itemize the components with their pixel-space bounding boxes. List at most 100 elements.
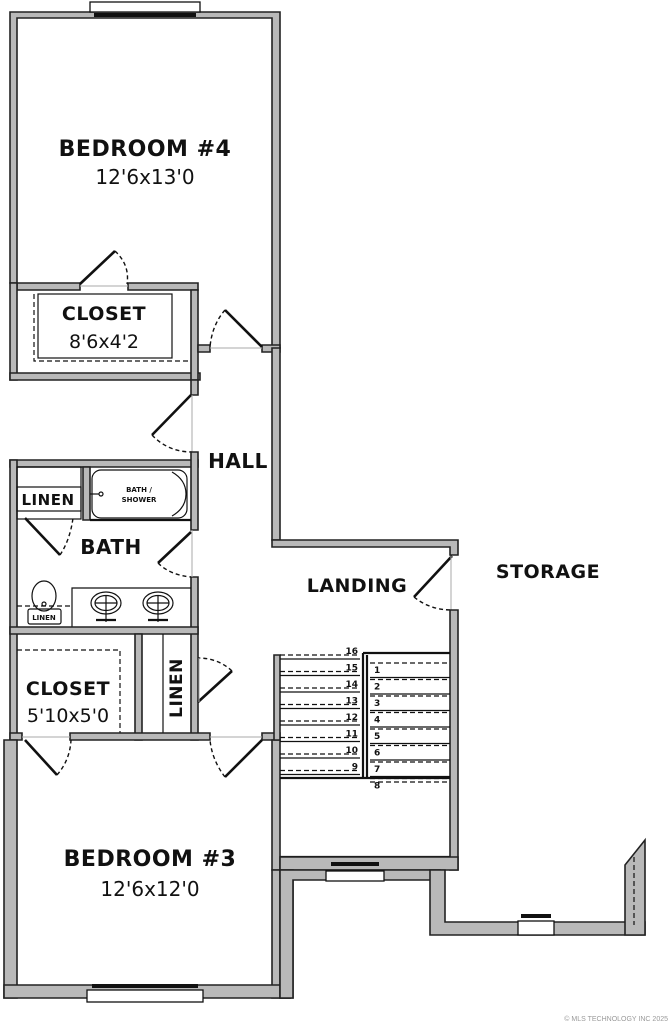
linen-closet: [16, 466, 82, 520]
bath-door-swing: [157, 562, 192, 578]
closet-4-left-wall: [9, 282, 18, 381]
closet-4-right-wall: [190, 289, 199, 381]
landing-top-wall: [271, 539, 459, 556]
toilet: [27, 580, 62, 625]
tub-label-2: SHOWER: [122, 496, 157, 504]
linen-tub-divider: [82, 466, 91, 521]
bath-bottom-wall: [9, 626, 199, 635]
closet-3-right-wall: [134, 633, 143, 741]
treads-left: 16 15 14 13 12 11 10 9: [280, 647, 360, 776]
window-storage: [517, 920, 555, 936]
step-number: 12: [345, 713, 358, 723]
linen-hall-door-swing: [151, 434, 193, 453]
step-number: 10: [345, 746, 358, 756]
storage-right-wall: [624, 837, 646, 936]
step-number: 13: [345, 697, 358, 707]
landing-right-wall: [449, 609, 459, 871]
window-storage-sash: [521, 914, 551, 918]
bathtub: [91, 469, 188, 519]
bedroom-4-label: BEDROOM #4: [59, 137, 232, 162]
bedroom-4-size: 12'6x13'0: [95, 165, 194, 189]
landing-stairs: 16 15 14 13 12 11 10 9 12 3 4 5 6 7 8: [271, 539, 459, 871]
step-number: 2: [374, 683, 380, 693]
bath-top-wall: [9, 459, 199, 468]
step-number: 4: [374, 716, 380, 726]
bathtub-end: [171, 471, 187, 517]
storage-door-swing: [413, 596, 453, 611]
closet-4-top-wall-left: [16, 282, 81, 291]
closet-3-label: CLOSET: [26, 678, 110, 700]
linen-bath-label: LINEN: [22, 491, 75, 509]
closet-4-door-swing: [114, 250, 129, 285]
exterior-lower: [279, 837, 646, 999]
landing-label: LANDING: [307, 575, 408, 597]
bath-right-wall-lower: [190, 576, 199, 741]
step-number: 6: [374, 749, 380, 759]
linen-hall-door-2-swing: [197, 657, 233, 672]
step-number: 9: [352, 763, 358, 773]
closet-4-shelf: [37, 293, 173, 359]
closet-3-rod: [17, 649, 121, 735]
closet-3-jamb-left: [9, 732, 23, 741]
bedroom-3-size: 12'6x12'0: [100, 877, 199, 901]
closet-4-rod: [33, 294, 191, 362]
lower-wall-stepped: [279, 869, 441, 999]
bedroom-4-door-swing: [209, 309, 226, 348]
tub-drain: [98, 491, 104, 497]
step-number: 11: [345, 730, 358, 740]
closet-4-label: CLOSET: [62, 303, 146, 325]
closet-4-bottom-wall: [9, 372, 201, 381]
closet-3-door[interactable]: [24, 739, 58, 776]
step-number: 7: [374, 765, 380, 775]
bath-right-wall-upper: [190, 451, 199, 531]
sink-right: [142, 591, 174, 622]
window-bedroom-3-sash: [92, 984, 198, 988]
closet-4-door[interactable]: [79, 250, 116, 285]
window-top: [89, 1, 201, 13]
closet-3-bottom-wall: [69, 732, 211, 741]
bedroom-3-right-wall-upper: [271, 739, 281, 871]
closet-3-door-swing: [56, 739, 72, 776]
linen-bath-door[interactable]: [24, 517, 61, 556]
hall-right-wall: [271, 347, 281, 541]
window-sash-top: [94, 13, 196, 17]
step-number: 14: [345, 680, 358, 690]
bedroom-3-label: BEDROOM #3: [64, 847, 237, 872]
bedroom-3-left-wall: [3, 739, 18, 999]
stair-rail-left: [273, 654, 281, 741]
closet-4-top-wall-right: [127, 282, 199, 291]
closet-4-size: 8'6x4'2: [69, 331, 139, 353]
vanity-counter: [71, 587, 191, 627]
linen-small-label: LINEN: [32, 614, 56, 622]
window-landing-sash: [331, 862, 379, 866]
hall-left-wall-stub: [190, 379, 199, 396]
bath-label: BATH: [80, 535, 142, 559]
copyright: © MLS TECHNOLOGY INC 2025: [564, 1015, 668, 1023]
closet-3-size: 5'10x5'0: [27, 705, 109, 727]
linen-hall-door[interactable]: [151, 394, 192, 436]
linen-hall-door-2[interactable]: [197, 670, 233, 703]
window-landing: [325, 870, 385, 882]
bedroom-4-door[interactable]: [224, 309, 263, 348]
closet-3-block: [9, 633, 281, 778]
storage-label: STORAGE: [496, 561, 600, 583]
hall-door-jamb-left: [197, 344, 211, 353]
sink-left: [90, 591, 122, 622]
step-number: 3: [374, 699, 380, 709]
tub-label-1: BATH /: [126, 486, 152, 494]
step-number: 8: [374, 782, 380, 792]
bath-door[interactable]: [157, 531, 192, 564]
bath-left-wall: [9, 459, 18, 741]
step-number: 5: [374, 732, 380, 742]
linen-vertical-label: LINEN: [167, 658, 187, 718]
bedroom-3-door[interactable]: [224, 739, 263, 778]
bedroom-3-door-swing: [209, 739, 226, 778]
hall-label: HALL: [208, 449, 268, 473]
closet-4: [9, 282, 201, 381]
step-number: 16: [345, 647, 358, 657]
storage-door[interactable]: [413, 555, 453, 598]
linen-bath-door-swing: [59, 517, 74, 556]
step-number: 15: [345, 664, 358, 674]
